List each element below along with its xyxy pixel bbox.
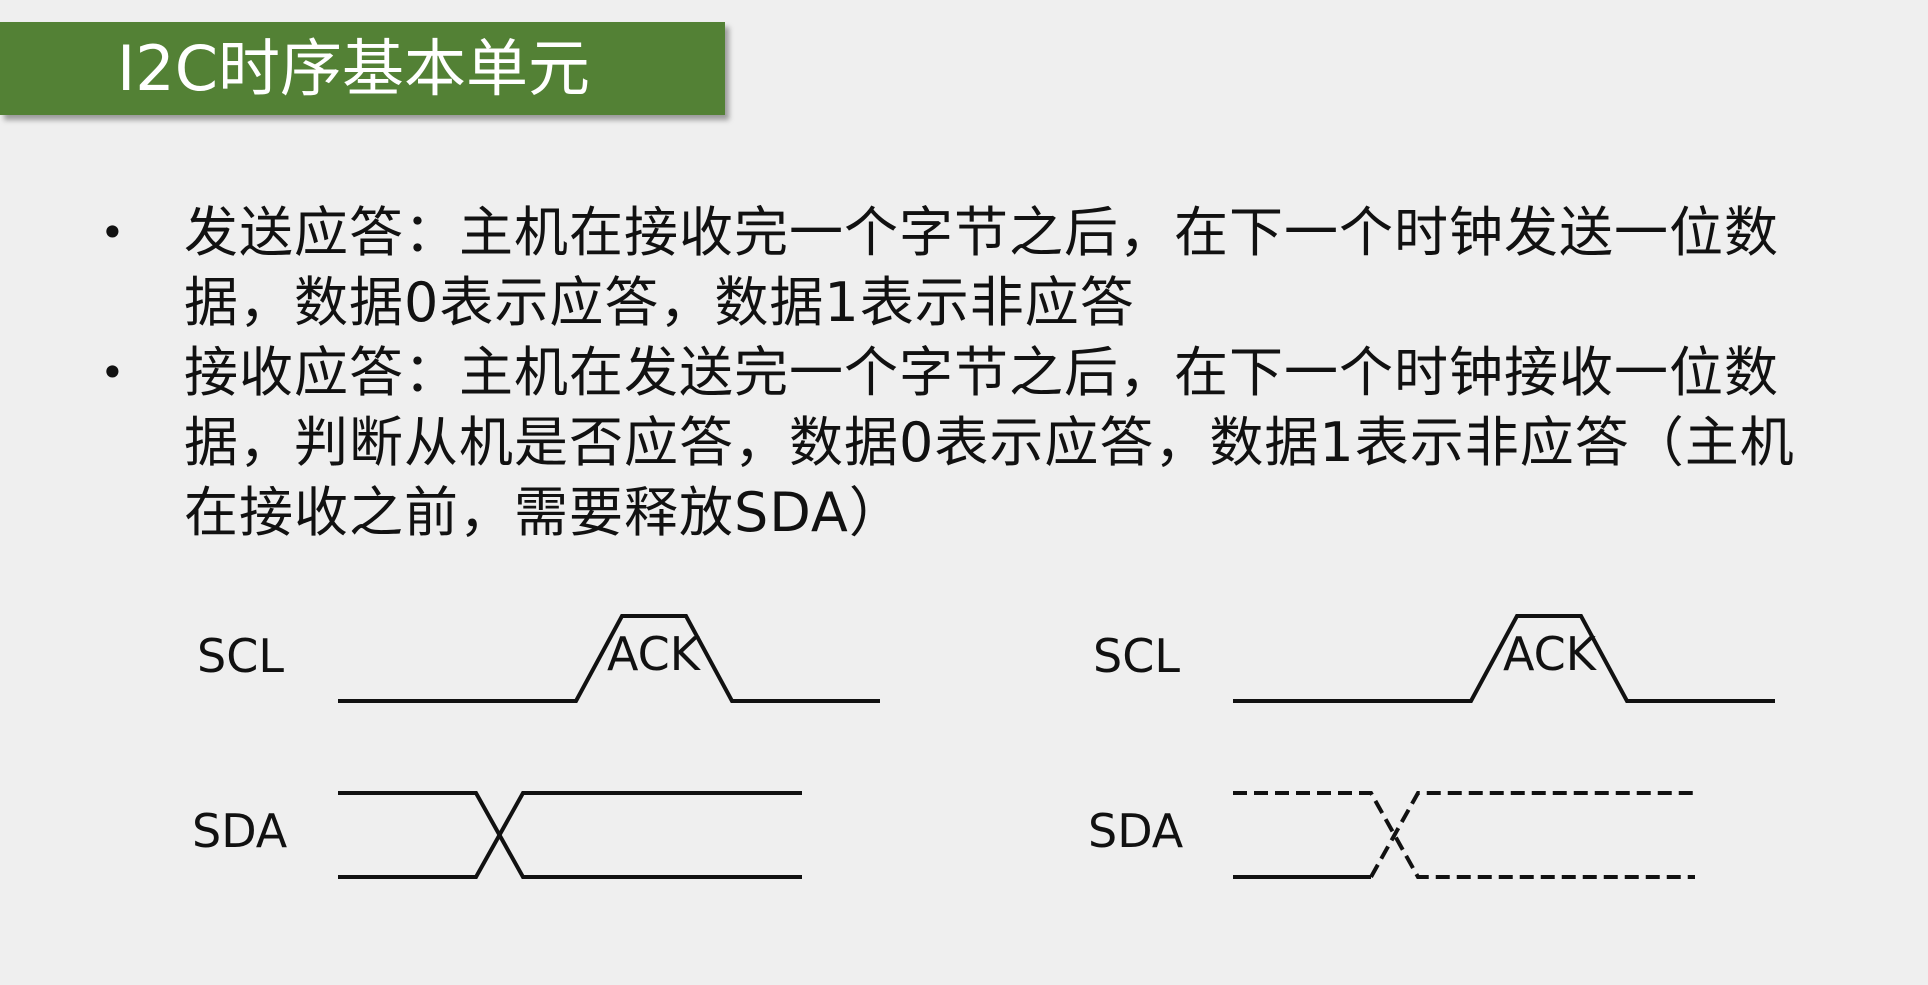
receive-ack-label: ACK [1503,627,1598,681]
send-sda-low-waveform [338,791,802,879]
slide-title: I2C时序基本单元 [117,32,591,105]
receive-scl-waveform [1233,614,1775,703]
receive-ack-diagram: SCL SDA ACK [1088,614,1775,879]
bullet-line: 发送应答：主机在接收完一个字节之后，在下一个时钟发送一位数 [184,201,1779,264]
receive-sda-dashed-rise [1369,791,1695,878]
bullet-line: 在接收之前，需要释放SDA） [184,481,904,544]
bullet-list: • 发送应答：主机在接收完一个字节之后，在下一个时钟发送一位数 据，数据0表示应… [100,198,1870,548]
bullet-dot-icon: • [100,348,126,397]
bullet-line: 接收应答：主机在发送完一个字节之后，在下一个时钟接收一位数 [184,341,1779,404]
receive-sda-label: SDA [1088,804,1184,858]
title-bar: I2C时序基本单元 [0,22,725,115]
send-sda-label: SDA [192,804,288,858]
send-sda-high-waveform [338,791,802,879]
send-ack-label: ACK [607,627,702,681]
receive-sda-released-waveform [1233,791,1695,879]
send-scl-label: SCL [197,629,284,683]
bullet-send-ack: • 发送应答：主机在接收完一个字节之后，在下一个时钟发送一位数 据，数据0表示应… [100,198,1870,338]
bullet-dot-icon: • [100,208,126,257]
bullet-receive-ack: • 接收应答：主机在发送完一个字节之后，在下一个时钟接收一位数 据，判断从机是否… [100,338,1870,548]
send-ack-diagram: SCL SDA ACK [192,614,880,879]
receive-scl-label: SCL [1093,629,1180,683]
bullet-line: 据，数据0表示应答，数据1表示非应答 [184,271,1135,334]
bullet-line: 据，判断从机是否应答，数据0表示应答，数据1表示非应答（主机 [184,411,1795,474]
send-scl-waveform [338,614,880,703]
